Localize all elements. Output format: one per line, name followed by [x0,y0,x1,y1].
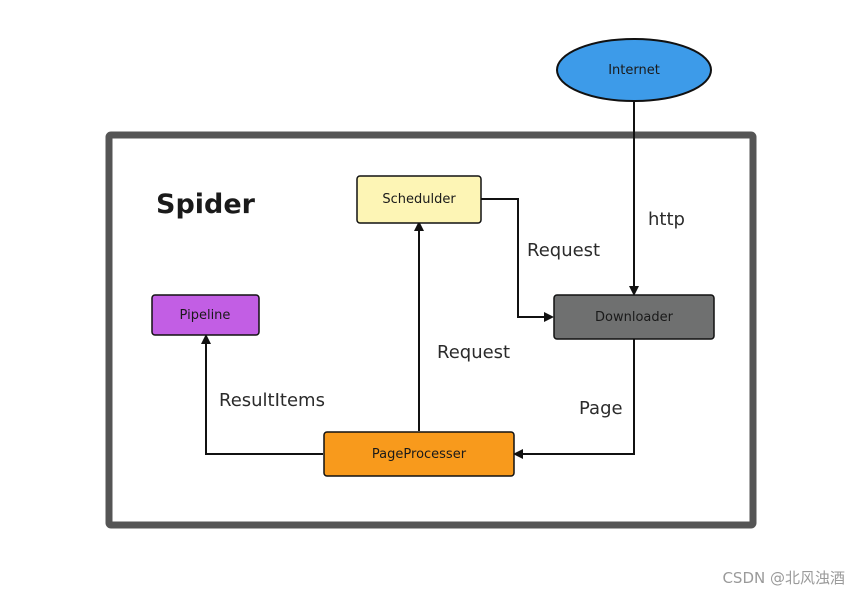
edge-label-request-to-scheduler: Request [437,342,510,363]
edge-label-http: http [648,209,685,230]
edge-label-request-to-downloader: Request [527,240,600,261]
page-processer-box [323,431,515,477]
internet-ellipse [556,38,712,102]
edge-downloader-to-processer [513,339,635,459]
downloader-label: Downloader [595,310,674,325]
edge-processer-to-pipeline [201,334,323,455]
page-processer-label: PageProcesser [372,447,467,462]
edge-scheduler-to-downloader [481,198,554,322]
node-downloader: Downloader [553,294,715,340]
downloader-box [553,294,715,340]
edge-label-page: Page [579,398,623,419]
node-pipeline: Pipeline [151,294,260,336]
pipeline-box [151,294,260,336]
scheduler-label: Schedulder [382,192,456,207]
edge-label-result-items: ResultItems [219,390,325,411]
node-internet: Internet [556,38,712,102]
spider-title: Spider [156,189,256,220]
internet-label: Internet [608,63,660,78]
watermark: CSDN @北风浊酒 [722,569,845,587]
pipeline-label: Pipeline [180,308,231,323]
node-page-processer: PageProcesser [323,431,515,477]
node-scheduler: Schedulder [356,175,482,224]
spider-container [105,131,757,529]
scheduler-box [356,175,482,224]
